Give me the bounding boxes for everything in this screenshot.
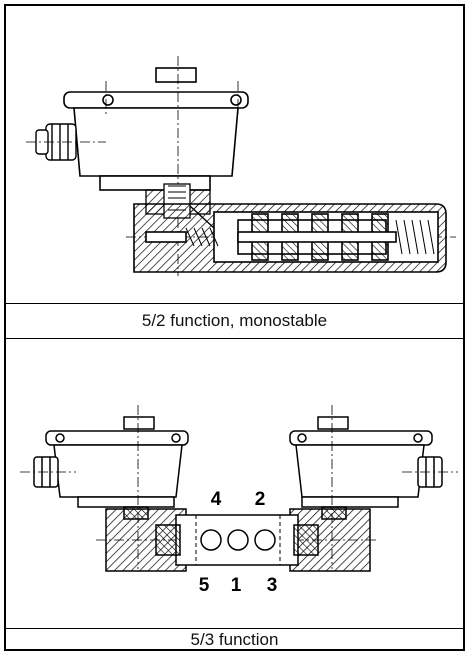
valve-body (133, 203, 447, 273)
valve-monostable-svg (26, 56, 456, 276)
caption-5-3: 5/3 function (190, 630, 279, 649)
port-label-2: 2 (255, 489, 266, 510)
valve-drawing-5-3: 4 2 5 1 3 (6, 339, 463, 629)
valve-drawing-monostable (6, 6, 463, 304)
right-solenoid-housing (289, 416, 443, 508)
port-label-1: 1 (231, 575, 242, 596)
port-label-3: 3 (267, 575, 278, 596)
figure-frame: 5/2 function, monostable (4, 4, 465, 651)
caption-monostable: 5/2 function, monostable (6, 304, 463, 339)
left-solenoid-housing (33, 416, 189, 508)
valve-body-5-3 (105, 506, 371, 572)
port-label-4: 4 (211, 489, 222, 510)
solenoid-housing (63, 67, 249, 191)
valve-5-3-svg: 4 2 5 1 3 (20, 405, 458, 596)
port-label-5: 5 (199, 575, 210, 596)
